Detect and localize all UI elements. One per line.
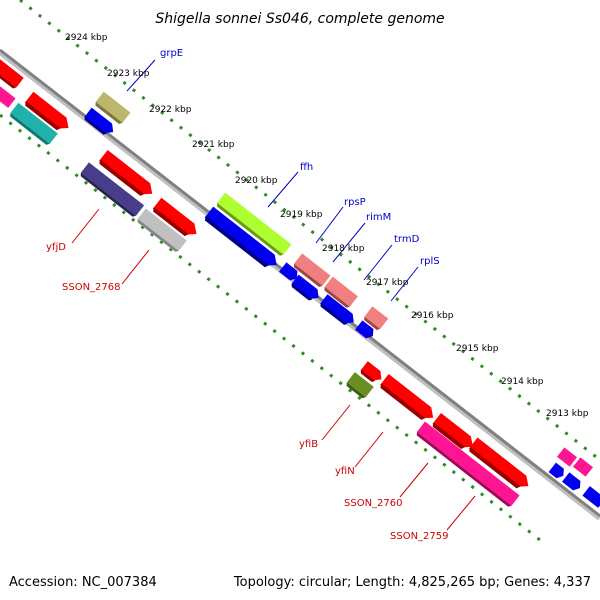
- accession-text: Accession: NC_007384: [9, 575, 157, 590]
- leader-rimM: [332, 222, 366, 263]
- gene-label-yfiB[interactable]: yfiB: [299, 439, 318, 450]
- tick-label: 2920 kbp: [235, 176, 278, 186]
- tick-label: 2919 kbp: [280, 210, 323, 220]
- tick-label: 2916 kbp: [411, 311, 454, 321]
- gene-block-red-1[interactable]: [24, 91, 73, 135]
- gene-block-red-2[interactable]: [98, 150, 157, 201]
- gene-block-SSON_2760[interactable]: [468, 437, 533, 494]
- gene-label-rplS[interactable]: rplS: [420, 256, 440, 267]
- gene-block-red-4[interactable]: [359, 361, 385, 386]
- gene-block-blue-5[interactable]: [355, 320, 377, 341]
- gene-block-red-corner[interactable]: [0, 55, 24, 90]
- gene-label-yfiN[interactable]: yfiN: [335, 466, 355, 477]
- gene-block-yfjD[interactable]: [79, 162, 145, 218]
- gene-label-rimM[interactable]: rimM: [366, 212, 391, 223]
- leader-yfjD: [71, 208, 100, 244]
- tick-labels: 2924 kbp 2923 kbp 2922 kbp 2921 kbp 2920…: [65, 33, 589, 419]
- gene-label-ffh[interactable]: ffh: [300, 162, 313, 173]
- gene-block-blue-4[interactable]: [319, 294, 358, 328]
- leader-SSON_2768: [121, 249, 150, 285]
- gene-block-blue-2[interactable]: [279, 262, 301, 283]
- gene-block-trmD[interactable]: [363, 306, 389, 331]
- gene-label-SSON_2768[interactable]: SSON_2768: [62, 282, 121, 293]
- gene-block-blue-ffh[interactable]: [203, 206, 281, 273]
- gene-label-rpsP[interactable]: rpsP: [344, 197, 366, 208]
- forward-gene-labels: grpE ffh rpsP rimM trmD rplS: [160, 48, 440, 267]
- tick-label: 2918 kbp: [322, 244, 365, 254]
- leader-SSON_2760: [399, 462, 429, 498]
- gene-block-blue-1[interactable]: [83, 107, 117, 139]
- leader-SSON_2759: [446, 495, 476, 531]
- tick-label: 2915 kbp: [456, 344, 499, 354]
- gene-label-grpE[interactable]: grpE: [160, 48, 183, 59]
- leader-grpE: [126, 59, 156, 92]
- tick-label: 2921 kbp: [192, 140, 235, 150]
- gene-block-pink-2[interactable]: [557, 447, 577, 467]
- genome-summary-text: Topology: circular; Length: 4,825,265 bp…: [233, 575, 591, 590]
- gene-block-yfiN[interactable]: [379, 374, 438, 425]
- tick-label: 2923 kbp: [107, 69, 150, 79]
- gene-block-yfiB[interactable]: [345, 372, 374, 399]
- gene-block-rpsP[interactable]: [292, 253, 331, 288]
- gene-block-SSON_2759[interactable]: [415, 421, 520, 508]
- gene-blocks: [0, 55, 600, 508]
- gene-label-SSON_2760[interactable]: SSON_2760: [344, 498, 403, 509]
- gene-block-blue-7[interactable]: [562, 472, 584, 493]
- leader-yfiN: [354, 431, 384, 468]
- gene-block-cyan[interactable]: [9, 102, 58, 146]
- gene-block-pink-corner[interactable]: [0, 79, 16, 108]
- gene-block-blue-3[interactable]: [290, 274, 322, 305]
- tick-label: 2913 kbp: [546, 409, 589, 419]
- gene-block-red-3[interactable]: [152, 197, 201, 241]
- leader-yfiB: [321, 404, 351, 441]
- gene-block-rimM[interactable]: [323, 276, 358, 309]
- leader-rpsP: [315, 206, 344, 244]
- map-title: Shigella sonnei Ss046, complete genome: [155, 11, 444, 27]
- gene-block-ffh[interactable]: [215, 192, 292, 257]
- tick-label: 2924 kbp: [65, 33, 108, 43]
- tick-label: 2914 kbp: [501, 377, 544, 387]
- gene-block-blue-6[interactable]: [548, 462, 567, 481]
- gene-block-SSON_2768[interactable]: [136, 208, 187, 253]
- gene-label-SSON_2759[interactable]: SSON_2759: [390, 531, 449, 542]
- reverse-gene-labels: yfjD SSON_2768 yfiB yfiN SSON_2760 SSON_…: [46, 242, 449, 542]
- gene-block-red-5[interactable]: [431, 412, 477, 454]
- gene-block-grpE[interactable]: [94, 91, 131, 126]
- leader-ffh: [267, 171, 299, 208]
- gene-block-pink-3[interactable]: [573, 457, 593, 477]
- gene-label-trmD[interactable]: trmD: [394, 234, 420, 245]
- tick-label: 2922 kbp: [149, 105, 192, 115]
- leader-rplS: [390, 266, 419, 302]
- tick-label: 2917 kbp: [366, 278, 409, 288]
- callout-lines: [71, 59, 476, 531]
- gene-label-yfjD[interactable]: yfjD: [46, 242, 66, 253]
- leader-trmD: [363, 244, 393, 281]
